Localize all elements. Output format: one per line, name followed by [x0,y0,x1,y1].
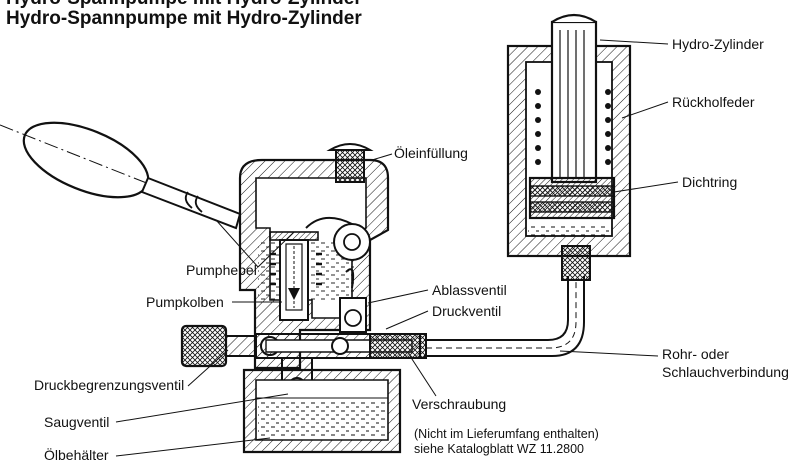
note-catalog-ref: siehe Katalogblatt WZ 11.2800 [414,442,585,456]
label-pumpkolben: Pumpkolben [146,294,224,310]
label-rohr-line1: Rohr- oder [662,346,729,362]
page-title-cut-off: Hydro-Spannpumpe mit Hydro-Zylinder [6,0,362,8]
label-saugventil: Saugventil [44,414,110,430]
lever-handle [0,121,242,230]
pipe [424,245,591,357]
label-rohr-line2: Schlauchverbindung [662,364,788,380]
label-pumphebel: Pumphebel [186,262,257,278]
label-druckbegrenzungsventil: Druckbegrenzungsventil [34,377,185,393]
note-not-included: (Nicht im Lieferumfang enthalten) [414,427,599,441]
label-rueckholfeder: Rückholfeder [672,94,755,110]
pump-body [180,143,427,454]
leader-lines [115,39,679,457]
label-oeleinfuellung: Öleinfüllung [394,145,468,161]
label-hydro-zylinder: Hydro-Zylinder [672,36,764,52]
label-druckventil: Druckventil [432,303,502,319]
label-oelbehaelter: Ölbehälter [44,447,109,463]
label-dichtring: Dichtring [682,174,738,190]
hydro-cylinder [506,13,632,258]
label-verschraubung: Verschraubung [412,396,507,412]
page-title: Hydro-Spannpumpe mit Hydro-Zylinder [6,8,362,29]
label-ablassventil: Ablassventil [432,282,507,298]
